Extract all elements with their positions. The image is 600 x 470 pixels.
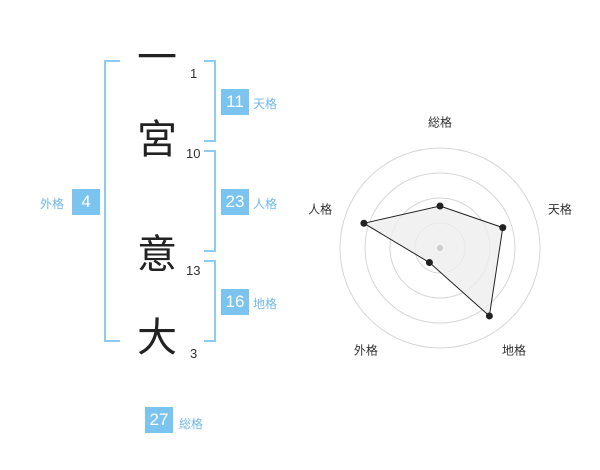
stroke-count-3: 13 xyxy=(186,263,201,278)
radar-center xyxy=(437,245,443,251)
jinkaku-value: 23 xyxy=(221,189,249,215)
stroke-count-2: 10 xyxy=(186,146,201,161)
radar-axis-label-3: 地格 xyxy=(502,343,527,358)
radar-axis-label-5: 人格 xyxy=(308,202,333,217)
radar-point-4 xyxy=(425,259,433,267)
gaikaku-bracket xyxy=(104,60,120,342)
gaikaku-label: 外格 xyxy=(40,197,65,211)
soukaku-value: 27 xyxy=(145,407,173,433)
chikaku-bracket xyxy=(204,260,216,342)
jinkaku-bracket xyxy=(204,150,216,252)
soukaku-label: 総格 xyxy=(179,417,204,431)
tenkaku-label: 天格 xyxy=(253,97,278,111)
radar-axis-label-1: 総格 xyxy=(427,115,453,130)
name-char-3: 意 xyxy=(137,232,177,278)
radar-ring xyxy=(364,172,516,324)
radar-polygon xyxy=(362,205,504,317)
jinkaku-label: 人格 xyxy=(253,197,278,211)
radar-ring xyxy=(339,147,541,349)
radar-point-2 xyxy=(499,224,507,232)
radar-point-5 xyxy=(360,219,368,227)
name-char-1: 一 xyxy=(137,35,177,81)
name-char-4: 大 xyxy=(137,315,177,361)
tenkaku-value: 11 xyxy=(221,89,249,115)
tenkaku-bracket xyxy=(204,60,216,142)
radar-axis-label-4: 外格 xyxy=(353,343,378,358)
radar-point-3 xyxy=(485,312,493,320)
name-char-2: 宮 xyxy=(137,117,177,163)
radar-axis-label-2: 天格 xyxy=(547,202,572,217)
stroke-count-1: 1 xyxy=(190,66,198,81)
chikaku-label: 地格 xyxy=(253,297,278,311)
gaikaku-value: 4 xyxy=(72,189,100,215)
stroke-count-4: 3 xyxy=(190,346,198,361)
radar-point-1 xyxy=(436,202,444,210)
chikaku-value: 16 xyxy=(221,289,249,315)
